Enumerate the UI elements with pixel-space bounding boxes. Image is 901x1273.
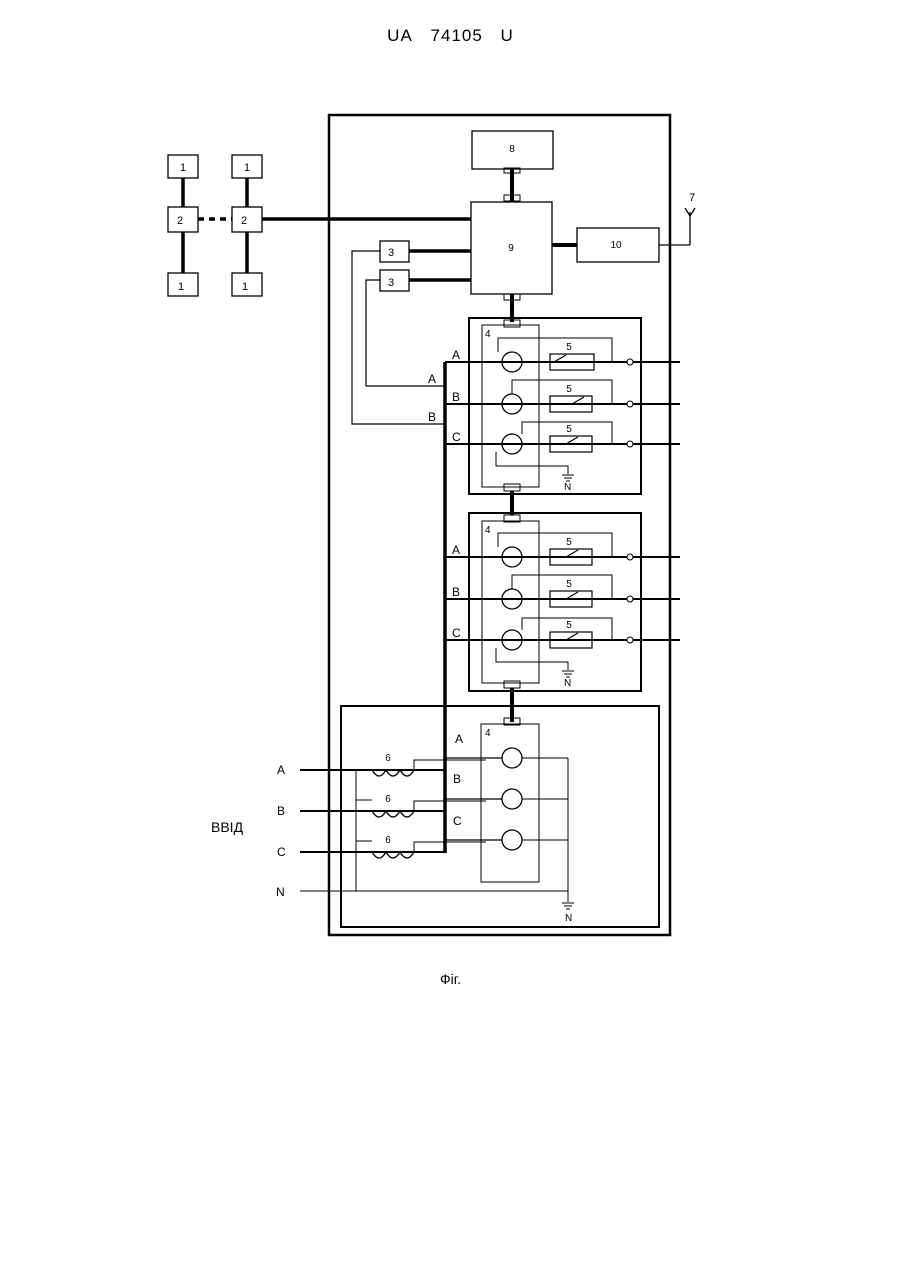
label-m2-switch-a: 5 <box>566 537 572 548</box>
label-ct-b: 6 <box>385 794 391 805</box>
label-block-8: 8 <box>509 144 515 155</box>
label-m1-switch-c: 5 <box>566 424 572 435</box>
label-m2-phase-b: B <box>452 585 460 599</box>
label-in-phase-a: A <box>455 732 463 746</box>
label-m2-neutral: N <box>564 678 571 689</box>
label-input-n: N <box>276 885 285 899</box>
label-m1-neutral: N <box>564 482 571 493</box>
module-1 <box>469 318 641 494</box>
block-3-top <box>380 241 409 262</box>
label-block-3-bottom: 3 <box>388 277 394 289</box>
label-in-neutral: N <box>565 913 572 924</box>
label-wire-a: A <box>428 372 436 386</box>
label-block-3-top: 3 <box>388 247 394 259</box>
label-block-10: 10 <box>610 240 622 251</box>
label-m1-switch-b: 5 <box>566 384 572 395</box>
label-module-input: 4 <box>485 728 491 739</box>
label-ct-a: 6 <box>385 753 391 764</box>
label-wire-b: B <box>428 410 436 424</box>
label-m1-phase-c: C <box>452 430 461 444</box>
label-sensor-top-1: 1 <box>180 162 186 174</box>
label-sensor-top-2: 1 <box>244 162 250 174</box>
input-module <box>341 706 659 927</box>
label-m1-phase-a: A <box>452 348 460 362</box>
label-input-b: B <box>277 804 285 818</box>
label-node-1: 2 <box>177 215 183 227</box>
label-block-9: 9 <box>508 243 514 254</box>
label-input-title: ВВІД <box>211 819 244 835</box>
label-m1-switch-a: 5 <box>566 342 572 353</box>
label-module-2: 4 <box>485 525 491 536</box>
label-ct-c: 6 <box>385 835 391 846</box>
label-node-2: 2 <box>241 215 247 227</box>
label-input-c: C <box>277 845 286 859</box>
label-module-1: 4 <box>485 329 491 340</box>
label-m2-switch-b: 5 <box>566 579 572 590</box>
label-m2-switch-c: 5 <box>566 620 572 631</box>
label-in-phase-b: B <box>453 772 461 786</box>
label-sensor-bottom-2: 1 <box>242 281 248 293</box>
label-antenna-7: 7 <box>689 192 695 204</box>
label-m2-phase-c: C <box>452 626 461 640</box>
module-2 <box>469 513 641 691</box>
label-in-phase-c: C <box>453 814 462 828</box>
label-input-a: A <box>277 763 285 777</box>
label-m1-phase-b: B <box>452 390 460 404</box>
figure-caption: Фіг. <box>0 971 901 987</box>
label-sensor-bottom-1: 1 <box>178 281 184 293</box>
block-3-bottom <box>380 270 409 291</box>
label-m2-phase-a: A <box>452 543 460 557</box>
